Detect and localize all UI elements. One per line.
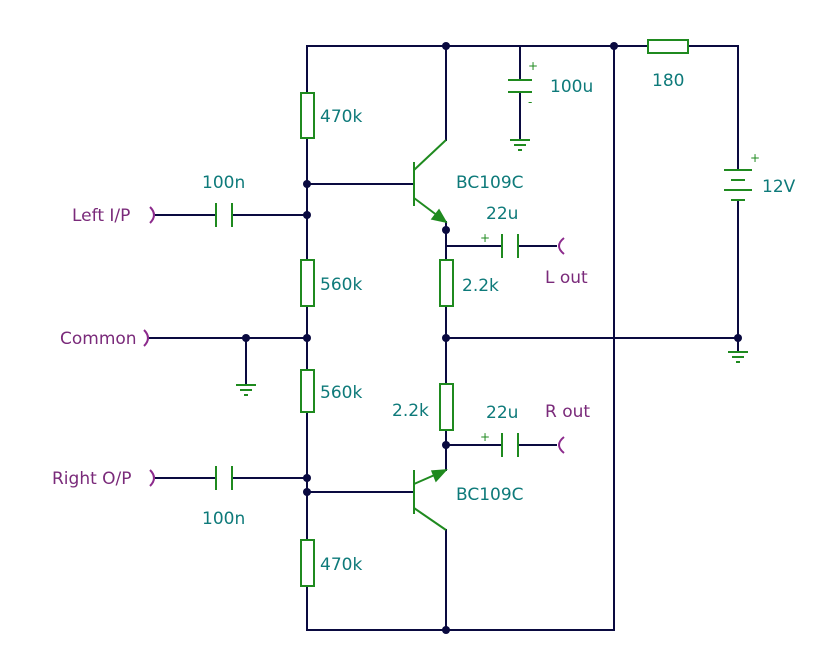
- label-right-out: R out: [545, 402, 590, 422]
- label-c-in-bottom: 100n: [202, 509, 245, 529]
- resistor-470k-top: [300, 92, 315, 139]
- label-transistor-bottom: BC109C: [456, 485, 524, 505]
- junction-dot: [442, 226, 450, 234]
- junction-dot: [303, 474, 311, 482]
- transistor-top-collector: [413, 139, 447, 171]
- label-r-load-bottom: 2.2k: [392, 401, 429, 421]
- cap-plus-mark: +: [480, 430, 490, 444]
- junction-dot: [442, 626, 450, 634]
- label-left-out: L out: [545, 268, 588, 288]
- battery: +: [724, 151, 760, 201]
- label-r-top-bias: 470k: [320, 107, 362, 127]
- label-transistor-top: BC109C: [456, 173, 524, 193]
- resistor-470k-bottom: [300, 539, 315, 587]
- junction-dot: [303, 334, 311, 342]
- cap-minus-mark: -: [528, 95, 532, 109]
- transistor-bottom-collector: [413, 507, 447, 531]
- resistor-2k2-bottom: [439, 383, 454, 431]
- resistor-560k-top: [300, 259, 315, 307]
- junction-dot: [303, 180, 311, 188]
- label-c-decouple: 100u: [550, 77, 593, 97]
- ground-battery: [728, 351, 748, 363]
- junction-dot: [610, 42, 618, 50]
- ground-common: [236, 384, 256, 396]
- junction-dot: [734, 334, 742, 342]
- resistor-560k-bottom: [300, 369, 315, 413]
- junction-dot: [442, 42, 450, 50]
- transistor-top: [413, 139, 448, 224]
- resistors: [300, 39, 689, 587]
- label-c-out-top: 22u: [486, 204, 518, 224]
- label-r-mid-top: 560k: [320, 275, 362, 295]
- junction-dot: [442, 334, 450, 342]
- component-labels: 470k 560k 560k 470k 2.2k 2.2k 180 100n 1…: [202, 71, 796, 575]
- label-r-supply: 180: [652, 71, 684, 91]
- transistor-bottom-arrow: [430, 469, 448, 483]
- transistor-top-arrow: [430, 208, 448, 224]
- label-c-out-bottom: 22u: [486, 403, 518, 423]
- resistor-180: [647, 39, 689, 54]
- label-c-in-top: 100n: [202, 173, 245, 193]
- label-right-in: Right O/P: [52, 469, 132, 489]
- label-battery: 12V: [762, 177, 796, 197]
- polarity-marks: + - + +: [480, 59, 538, 444]
- label-r-bottom-bias: 470k: [320, 555, 362, 575]
- label-left-in: Left I/P: [72, 206, 130, 226]
- junction-dot: [303, 488, 311, 496]
- ground-decouple: [510, 139, 530, 151]
- port-connectors: [143, 206, 565, 487]
- cap-plus-mark: +: [528, 59, 538, 73]
- label-common: Common: [60, 329, 137, 349]
- resistor-2k2-top: [439, 259, 454, 307]
- port-left-in-connector: [149, 206, 155, 224]
- capacitors: [215, 79, 532, 490]
- junction-dot: [303, 211, 311, 219]
- junction-dot: [442, 441, 450, 449]
- port-rout-connector: [558, 436, 565, 454]
- junction-dots: [242, 42, 742, 634]
- label-r-load-top: 2.2k: [462, 276, 499, 296]
- label-r-mid-bottom: 560k: [320, 383, 362, 403]
- port-labels: Left I/P Common Right O/P L out R out: [52, 206, 590, 489]
- port-lout-connector: [558, 237, 565, 255]
- junction-dot: [242, 334, 250, 342]
- port-right-in-connector: [149, 469, 155, 487]
- battery-plus-mark: +: [750, 151, 760, 165]
- port-common-connector: [143, 329, 149, 347]
- cap-plus-mark: +: [480, 231, 490, 245]
- transistor-bottom: [413, 469, 448, 531]
